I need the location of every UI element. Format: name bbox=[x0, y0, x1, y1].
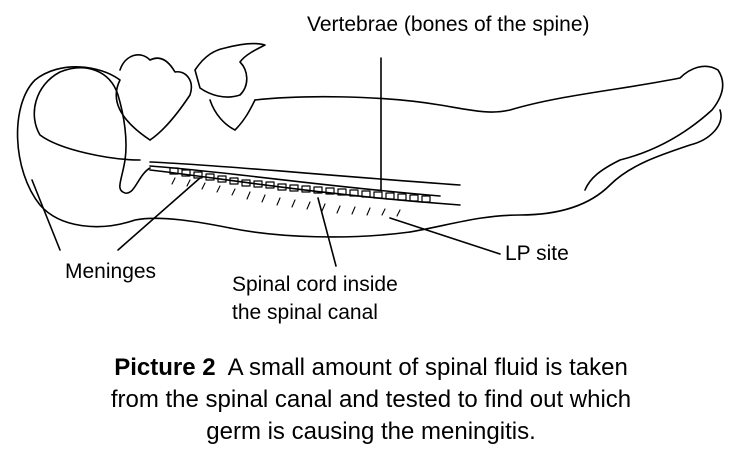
meninges-pointer-right bbox=[117, 177, 201, 251]
belly-outline bbox=[254, 65, 724, 191]
caption-line2: from the spinal canal and tested to find… bbox=[110, 386, 632, 413]
caption-title: Picture 2 bbox=[114, 354, 216, 381]
spinal-canal bbox=[149, 161, 461, 186]
spinal-cord bbox=[149, 165, 441, 197]
spinal-processes bbox=[171, 177, 401, 217]
spinal-cord-pointer bbox=[317, 197, 337, 267]
lp-site-label: LP site bbox=[505, 242, 569, 265]
infant-spine-illustration bbox=[16, 42, 724, 267]
meninges-pointer-left bbox=[31, 179, 61, 251]
spinal-cord-label-line2: the spinal canal bbox=[232, 301, 378, 324]
head-outline bbox=[16, 66, 231, 229]
caption-line1: A small amount of spinal fluid is taken bbox=[227, 354, 628, 381]
leg bbox=[409, 109, 722, 233]
vertebrae-label: Vertebrae (bones of the spine) bbox=[307, 13, 590, 36]
vertebrae bbox=[169, 167, 431, 203]
caption-line3: germ is causing the meningitis. bbox=[206, 418, 536, 445]
meninges-loop bbox=[33, 67, 151, 194]
spinal-cord-label-line1: Spinal cord inside bbox=[232, 273, 398, 296]
meninges-label: Meninges bbox=[65, 260, 157, 283]
hand bbox=[194, 42, 266, 98]
back-outline bbox=[229, 227, 411, 238]
figure-caption: Picture 2 A small amount of spinal fluid… bbox=[0, 352, 742, 448]
face-outline bbox=[119, 54, 193, 141]
lp-site-pointer bbox=[389, 217, 501, 255]
